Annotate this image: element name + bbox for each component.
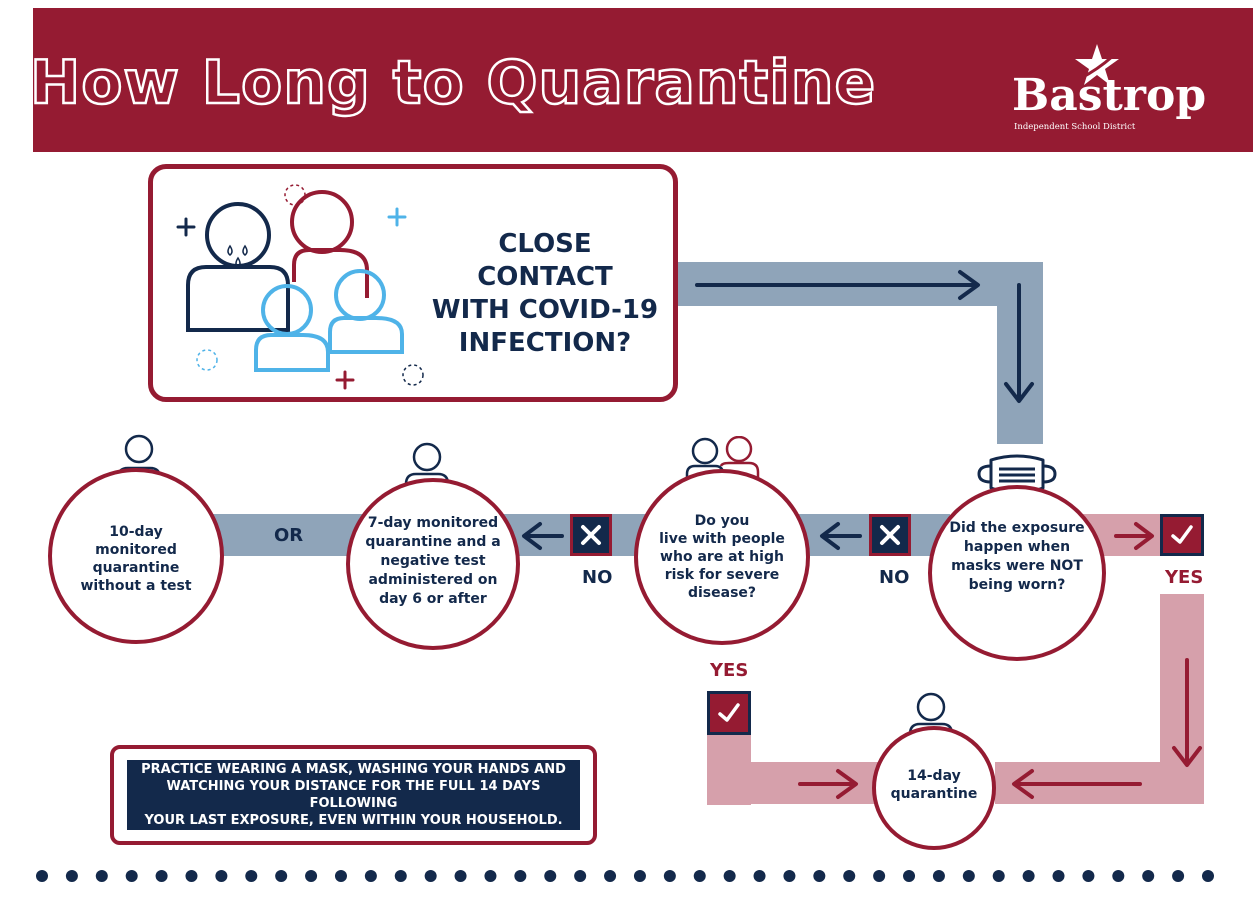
seven-day-outcome: 7-day monitored quarantine and a negativ… xyxy=(365,515,501,607)
footer-dot xyxy=(364,870,377,882)
arrow-down-right xyxy=(1172,658,1202,767)
tip-box xyxy=(110,745,597,845)
footer-dot xyxy=(753,870,766,882)
arrow-down-top xyxy=(1004,283,1034,403)
check-icon xyxy=(718,703,740,722)
close-contact-question: CLOSE CONTACT WITH COVID-19 INFECTION? xyxy=(431,229,659,358)
footer-dot xyxy=(962,870,975,882)
no-label-high-risk: NO xyxy=(582,567,613,588)
arrow-left-no-1 xyxy=(522,522,564,550)
footer-dot xyxy=(992,870,1005,882)
yes-check-box xyxy=(1160,514,1204,556)
fourteen-day-outcome: 14-day quarantine xyxy=(890,768,978,802)
footer-dot xyxy=(484,870,497,882)
footer-dot xyxy=(95,870,108,882)
footer-dot xyxy=(783,870,796,882)
arrow-left-bottom xyxy=(1012,769,1142,799)
footer-dot xyxy=(544,870,557,882)
page-title: How Long to Quarantine xyxy=(29,47,877,120)
yes-check-box-high-risk xyxy=(707,691,751,735)
footer-dot xyxy=(125,870,138,882)
footer-dot xyxy=(1172,870,1185,882)
arrow-right-yes xyxy=(1114,522,1154,550)
footer-dot xyxy=(275,870,288,882)
footer-dot xyxy=(36,870,48,882)
fourteen-day-outcome-node xyxy=(872,726,996,850)
footer-dot xyxy=(394,870,407,882)
footer-dot xyxy=(1052,870,1065,882)
footer-dot xyxy=(514,870,527,882)
no-label-masks: NO xyxy=(879,567,910,588)
footer-dot xyxy=(693,870,706,882)
people-group-icon xyxy=(176,184,424,390)
arrow-right-bottom xyxy=(798,769,858,799)
high-risk-decision-node xyxy=(634,469,810,645)
footer-dot xyxy=(903,870,916,882)
footer-dot xyxy=(454,870,467,882)
footer-dot xyxy=(1082,870,1095,882)
masks-question: Did the exposure happen when masks were … xyxy=(949,520,1085,593)
seven-day-outcome-node xyxy=(346,478,520,650)
arrow-left-no-2 xyxy=(820,522,862,550)
footer-dot xyxy=(813,870,826,882)
yes-label-masks: YES xyxy=(1165,567,1204,588)
footer-dot xyxy=(843,870,856,882)
header-banner xyxy=(33,8,1253,152)
masks-decision-node xyxy=(928,485,1106,661)
footer-dot xyxy=(215,870,228,882)
arrow-right-top xyxy=(695,270,980,300)
footer-dot xyxy=(65,870,78,882)
high-risk-question: Do you live with people who are at high … xyxy=(659,513,785,601)
check-icon xyxy=(1171,525,1193,544)
ten-day-outcome: 10-day monitored quarantine without a te… xyxy=(80,524,192,594)
star-logo-icon xyxy=(1075,44,1119,85)
footer-dot xyxy=(1022,870,1035,882)
yes-label-high-risk: YES xyxy=(710,660,749,681)
footer-dots xyxy=(36,870,1214,882)
footer-dot xyxy=(1142,870,1155,882)
footer-dot xyxy=(424,870,437,882)
x-icon xyxy=(880,525,900,545)
x-icon xyxy=(581,525,601,545)
no-x-box-high-risk xyxy=(570,514,612,556)
footer-dot xyxy=(1202,870,1214,882)
footer-dot xyxy=(663,870,676,882)
footer-dot xyxy=(873,870,886,882)
footer-dot xyxy=(574,870,587,882)
ten-day-outcome-node xyxy=(48,468,224,644)
or-label: OR xyxy=(274,525,304,546)
footer-dot xyxy=(633,870,646,882)
footer-dot xyxy=(604,870,617,882)
connector-bottom-left xyxy=(707,762,887,804)
footer-dot xyxy=(932,870,945,882)
footer-dot xyxy=(185,870,198,882)
footer-dot xyxy=(1112,870,1125,882)
logo-subtitle: Independent School District xyxy=(1014,122,1136,132)
no-x-box-masks xyxy=(869,514,911,556)
footer-dot xyxy=(305,870,318,882)
footer-dot xyxy=(245,870,258,882)
footer-dot xyxy=(334,870,347,882)
tip-text: PRACTICE WEARING A MASK, WASHING YOUR HA… xyxy=(127,760,580,830)
logo-name: Bastrop xyxy=(1012,70,1207,121)
footer-dot xyxy=(155,870,168,882)
footer-dot xyxy=(723,870,736,882)
